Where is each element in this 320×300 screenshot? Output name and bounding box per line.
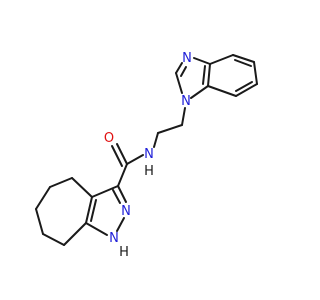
bond-n1-c7a bbox=[190, 85, 209, 99]
bond-c3a-c4-ring bbox=[71, 177, 93, 198]
bond-carbonyl-c3 bbox=[117, 163, 128, 187]
bond-c5-c6-ring bbox=[35, 186, 51, 210]
bond-c7-c7a bbox=[207, 85, 237, 97]
bond-c4-c5-ring bbox=[49, 177, 73, 188]
bond-c4-c5-inner bbox=[234, 59, 252, 67]
bond-ch2b-nh bbox=[153, 132, 159, 148]
atom-n-benzimidazole-3: N bbox=[182, 51, 192, 66]
bond-c3-n2-double bbox=[117, 185, 127, 203]
bond-c3-n2-inner bbox=[112, 189, 121, 204]
bond-carbonyl-o-b bbox=[111, 145, 123, 167]
bond-c7a-c3a-pz-double bbox=[85, 196, 93, 224]
bond-c7a-c3a-inner bbox=[202, 65, 206, 85]
bonds bbox=[35, 54, 258, 246]
bond-c3a-c4 bbox=[209, 54, 234, 65]
atom-o-carbonyl: O bbox=[104, 131, 114, 146]
atom-n-benzimidazole-1: N bbox=[181, 94, 191, 109]
atom-n-pyrazole-1: N bbox=[109, 231, 119, 246]
bond-c6-c7-inner bbox=[235, 81, 253, 92]
bond-c3a-n3 bbox=[193, 57, 211, 65]
bond-c6-c7 bbox=[235, 83, 258, 97]
bond-carbonyl-o-a bbox=[116, 143, 128, 165]
bond-c7a-c3a-double bbox=[207, 63, 211, 87]
bond-ch2a-ch2b bbox=[157, 124, 183, 134]
bond-c4-c5 bbox=[232, 54, 255, 63]
bond-n2-n1 bbox=[116, 217, 125, 232]
bond-n1-c7a-pz bbox=[85, 222, 108, 236]
bond-c8-c7a-ring bbox=[63, 222, 87, 246]
bond-c3a-c3-pz bbox=[91, 185, 119, 198]
bond-n1-ch2a bbox=[181, 107, 186, 126]
bond-c2-n1 bbox=[175, 72, 183, 94]
atom-n-amide: N bbox=[144, 147, 154, 162]
bond-nh-carbonyl bbox=[126, 154, 144, 165]
molecule-structure: O N H N N N N H bbox=[35, 51, 258, 260]
bond-c6-c7-ring bbox=[35, 208, 44, 235]
bond-n3-c2-inner bbox=[180, 66, 187, 77]
atom-h-pyrazole: H bbox=[119, 245, 129, 260]
bond-c7a-c3a-pz-inner bbox=[90, 199, 97, 222]
bond-c5-c6 bbox=[253, 61, 258, 85]
atom-n-pyrazole-2: N bbox=[121, 204, 131, 219]
atom-labels: O N H N N N N H bbox=[104, 51, 192, 260]
atom-h-amide: H bbox=[144, 164, 154, 179]
bond-c7-c8-ring bbox=[42, 233, 65, 246]
bond-n3-c2-double bbox=[175, 62, 183, 74]
